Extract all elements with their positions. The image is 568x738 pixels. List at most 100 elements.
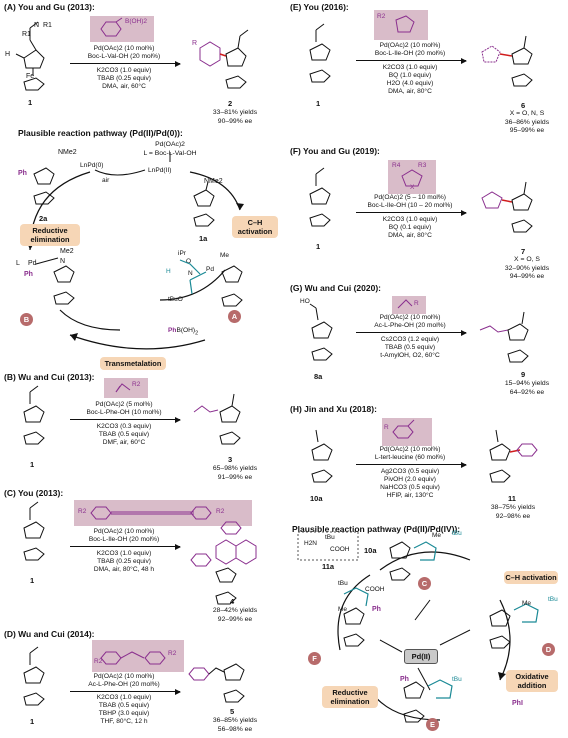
step-transmetalation: Transmetalation xyxy=(100,357,166,370)
panel-e-r2: R2 xyxy=(377,13,386,20)
panel-e-reagent-highlight: R2 xyxy=(374,10,428,40)
step-ch-activation-2: C–H activation xyxy=(504,571,558,584)
panel-g-prod-number: 9 xyxy=(521,370,526,379)
panel-d-sm-number: 1 xyxy=(30,717,35,726)
panel-e-product xyxy=(481,35,533,87)
cycle1-title: Plausible reaction pathway (Pd(II)/Pd(0)… xyxy=(18,128,183,138)
panel-c-title: (C) You (2013): xyxy=(4,488,64,498)
panel-g-conditions-bottom: Cs2CO3 (1.2 equiv) TBAB (0.5 equiv) t-Am… xyxy=(380,336,440,359)
panel-c-r2-right: R2 xyxy=(216,508,225,515)
panel-b-starting-material xyxy=(23,385,45,445)
cycle1-circle-a: A xyxy=(228,310,241,323)
panel-a-sm-number: 1 xyxy=(28,98,33,107)
panel-a-prod-r: R xyxy=(192,40,198,47)
cycle1-a-n: N xyxy=(188,270,193,277)
cycle2-11a-h2n: H2N xyxy=(304,540,318,547)
panel-b-prod-number: 3 xyxy=(228,455,233,464)
cycle1-a-pd: Pd xyxy=(206,266,214,273)
panel-a-boronic-label: B(OH)2 xyxy=(125,18,148,25)
panel-d-r2-left: R2 xyxy=(94,658,103,665)
cycle2-e-tbu: tBu xyxy=(452,676,462,683)
cycle2-10a-label: 10a xyxy=(364,546,377,555)
panel-g-product xyxy=(479,311,529,363)
panel-c-reagent-highlight: R2 R2 xyxy=(74,500,252,526)
cycle2-center-pd2: Pd(II) xyxy=(404,649,438,664)
cycle1-nme2-a: NMe2 xyxy=(204,178,223,185)
panel-a-h-label: H xyxy=(5,51,11,58)
panel-f-prod-number: 7 xyxy=(521,247,526,256)
cycle1-boronic: PhB(OH)2 xyxy=(168,327,199,337)
cycle2-title: Plausible reaction pathway (Pd(II)/Pd(IV… xyxy=(292,524,461,534)
cycle1-2a-structure xyxy=(33,167,55,205)
cycle1-nme2-2a: NMe2 xyxy=(58,149,77,156)
cycle2-c-structure xyxy=(389,541,437,581)
cycle1-pd-source: Pd(OAc)2 L = Boc-L-Val-OH xyxy=(143,141,197,157)
panel-b-sm-number: 1 xyxy=(30,460,35,469)
panel-h-conditions-bottom: Ag2CO3 (0.5 equiv) PivOH (2.0 equiv) NaH… xyxy=(380,468,440,499)
panel-h-arrow xyxy=(356,461,467,468)
panel-g-starting-material xyxy=(309,303,333,361)
panel-h-sm-number: 10a xyxy=(310,494,323,503)
panel-c-r2-left: R2 xyxy=(78,508,87,515)
cycle1-a-tbuo: tBuO xyxy=(168,296,183,303)
cycle2-circle-e: E xyxy=(426,718,439,731)
panel-e-conditions-top: Pd(OAc)2 (10 mol%) Boc-L-Ile-OH (20 mol%… xyxy=(374,42,446,57)
panel-b-r2: R2 xyxy=(132,381,141,388)
panel-a-product xyxy=(199,29,249,89)
cycle1-air: air xyxy=(102,177,110,184)
panel-h-product xyxy=(489,429,538,483)
cycle2-f-tbu: tBu xyxy=(338,580,348,587)
cycle1-b-ph: Ph xyxy=(24,271,33,278)
step-reductive-elimination-1: Reductive elimination xyxy=(20,224,80,246)
panel-g-ho-label: HO xyxy=(300,298,310,305)
panel-e-prod-number: 6 xyxy=(521,101,526,110)
panel-c-arrow xyxy=(70,543,181,550)
cycle1-circle-b: B xyxy=(20,313,33,326)
cycle2-f-ph: Ph xyxy=(372,606,381,613)
panel-d-title: (D) Wu and Cui (2014): xyxy=(4,629,95,639)
cycle2-11a-tbu: tBu xyxy=(325,534,335,541)
panel-a-fe-label: Fe xyxy=(26,73,35,80)
panel-f-title: (F) You and Gu (2019): xyxy=(290,146,380,156)
panel-g-results: 15–94% yields 64–92% ee xyxy=(504,380,550,396)
cycle2-11a-label: 11a xyxy=(322,562,335,571)
panel-b-results: 65–98% yields 91–99% ee xyxy=(212,465,258,481)
panel-c-conditions-top: Pd(OAc)2 (10 mol%) Boc-L-Ile-OH (20 mol%… xyxy=(88,528,160,543)
panel-h-r: R xyxy=(384,424,389,431)
panel-e-arrow xyxy=(356,57,467,64)
panel-a-r1-label: R1 xyxy=(43,22,52,29)
cycle1-b-pd: Pd xyxy=(28,260,37,267)
cycle1-a-h: H xyxy=(166,268,171,275)
panel-f-starting-material xyxy=(309,167,331,227)
panel-d-conditions-top: Pd(OAc)2 (10 mol%) Ac-L-Phe-OH (20 mol%) xyxy=(88,673,160,688)
cycle2-c-me: Me xyxy=(432,532,442,539)
cycle2-d-me: Me xyxy=(522,600,532,607)
cycle1-b-structure xyxy=(35,257,75,305)
cycle2-f-cooh: COOH xyxy=(365,586,385,593)
panel-c-prod-number: 4 xyxy=(230,597,235,606)
panel-d-product xyxy=(188,663,245,703)
panel-f-x: X xyxy=(410,184,415,191)
cycle1-2a-label: 2a xyxy=(39,214,48,223)
panel-h-reagent-highlight: R xyxy=(382,418,432,446)
panel-a-prod-number: 2 xyxy=(228,99,233,108)
cycle2-d-structure xyxy=(489,603,539,649)
panel-h-conditions-top: Pd(OAc)2 (10 mol%) L-tert-leucine (60 mo… xyxy=(374,446,446,461)
cycle2-e-structure xyxy=(403,679,453,723)
panel-e-results: X = O, N, S 36–86% yields 95–99% ee xyxy=(504,110,550,135)
cycle1-b-l: L xyxy=(16,260,20,267)
panel-f-product xyxy=(481,181,533,233)
panel-f-r3: R3 xyxy=(418,162,427,169)
cycle2-c-tbu: tBu xyxy=(452,530,462,537)
panel-f-arrow xyxy=(356,209,467,216)
cycle1-lnpd0: LnPd(0) xyxy=(80,162,104,169)
step-reductive-elimination-2: Reductive elimination xyxy=(322,686,378,708)
cycle1-lnpd2: LnPd(II) xyxy=(148,167,172,174)
cycle1-b-me2: Me2 xyxy=(60,248,74,255)
panel-h-prod-number: 11 xyxy=(508,494,516,503)
panel-a-reagent-highlight: B(OH)2 xyxy=(90,16,154,42)
cycle2-f-structure xyxy=(343,587,369,647)
panel-g-arrow xyxy=(356,329,467,336)
panel-d-reagent-highlight: R2 R2 xyxy=(92,640,184,672)
panel-e-starting-material xyxy=(309,23,331,83)
